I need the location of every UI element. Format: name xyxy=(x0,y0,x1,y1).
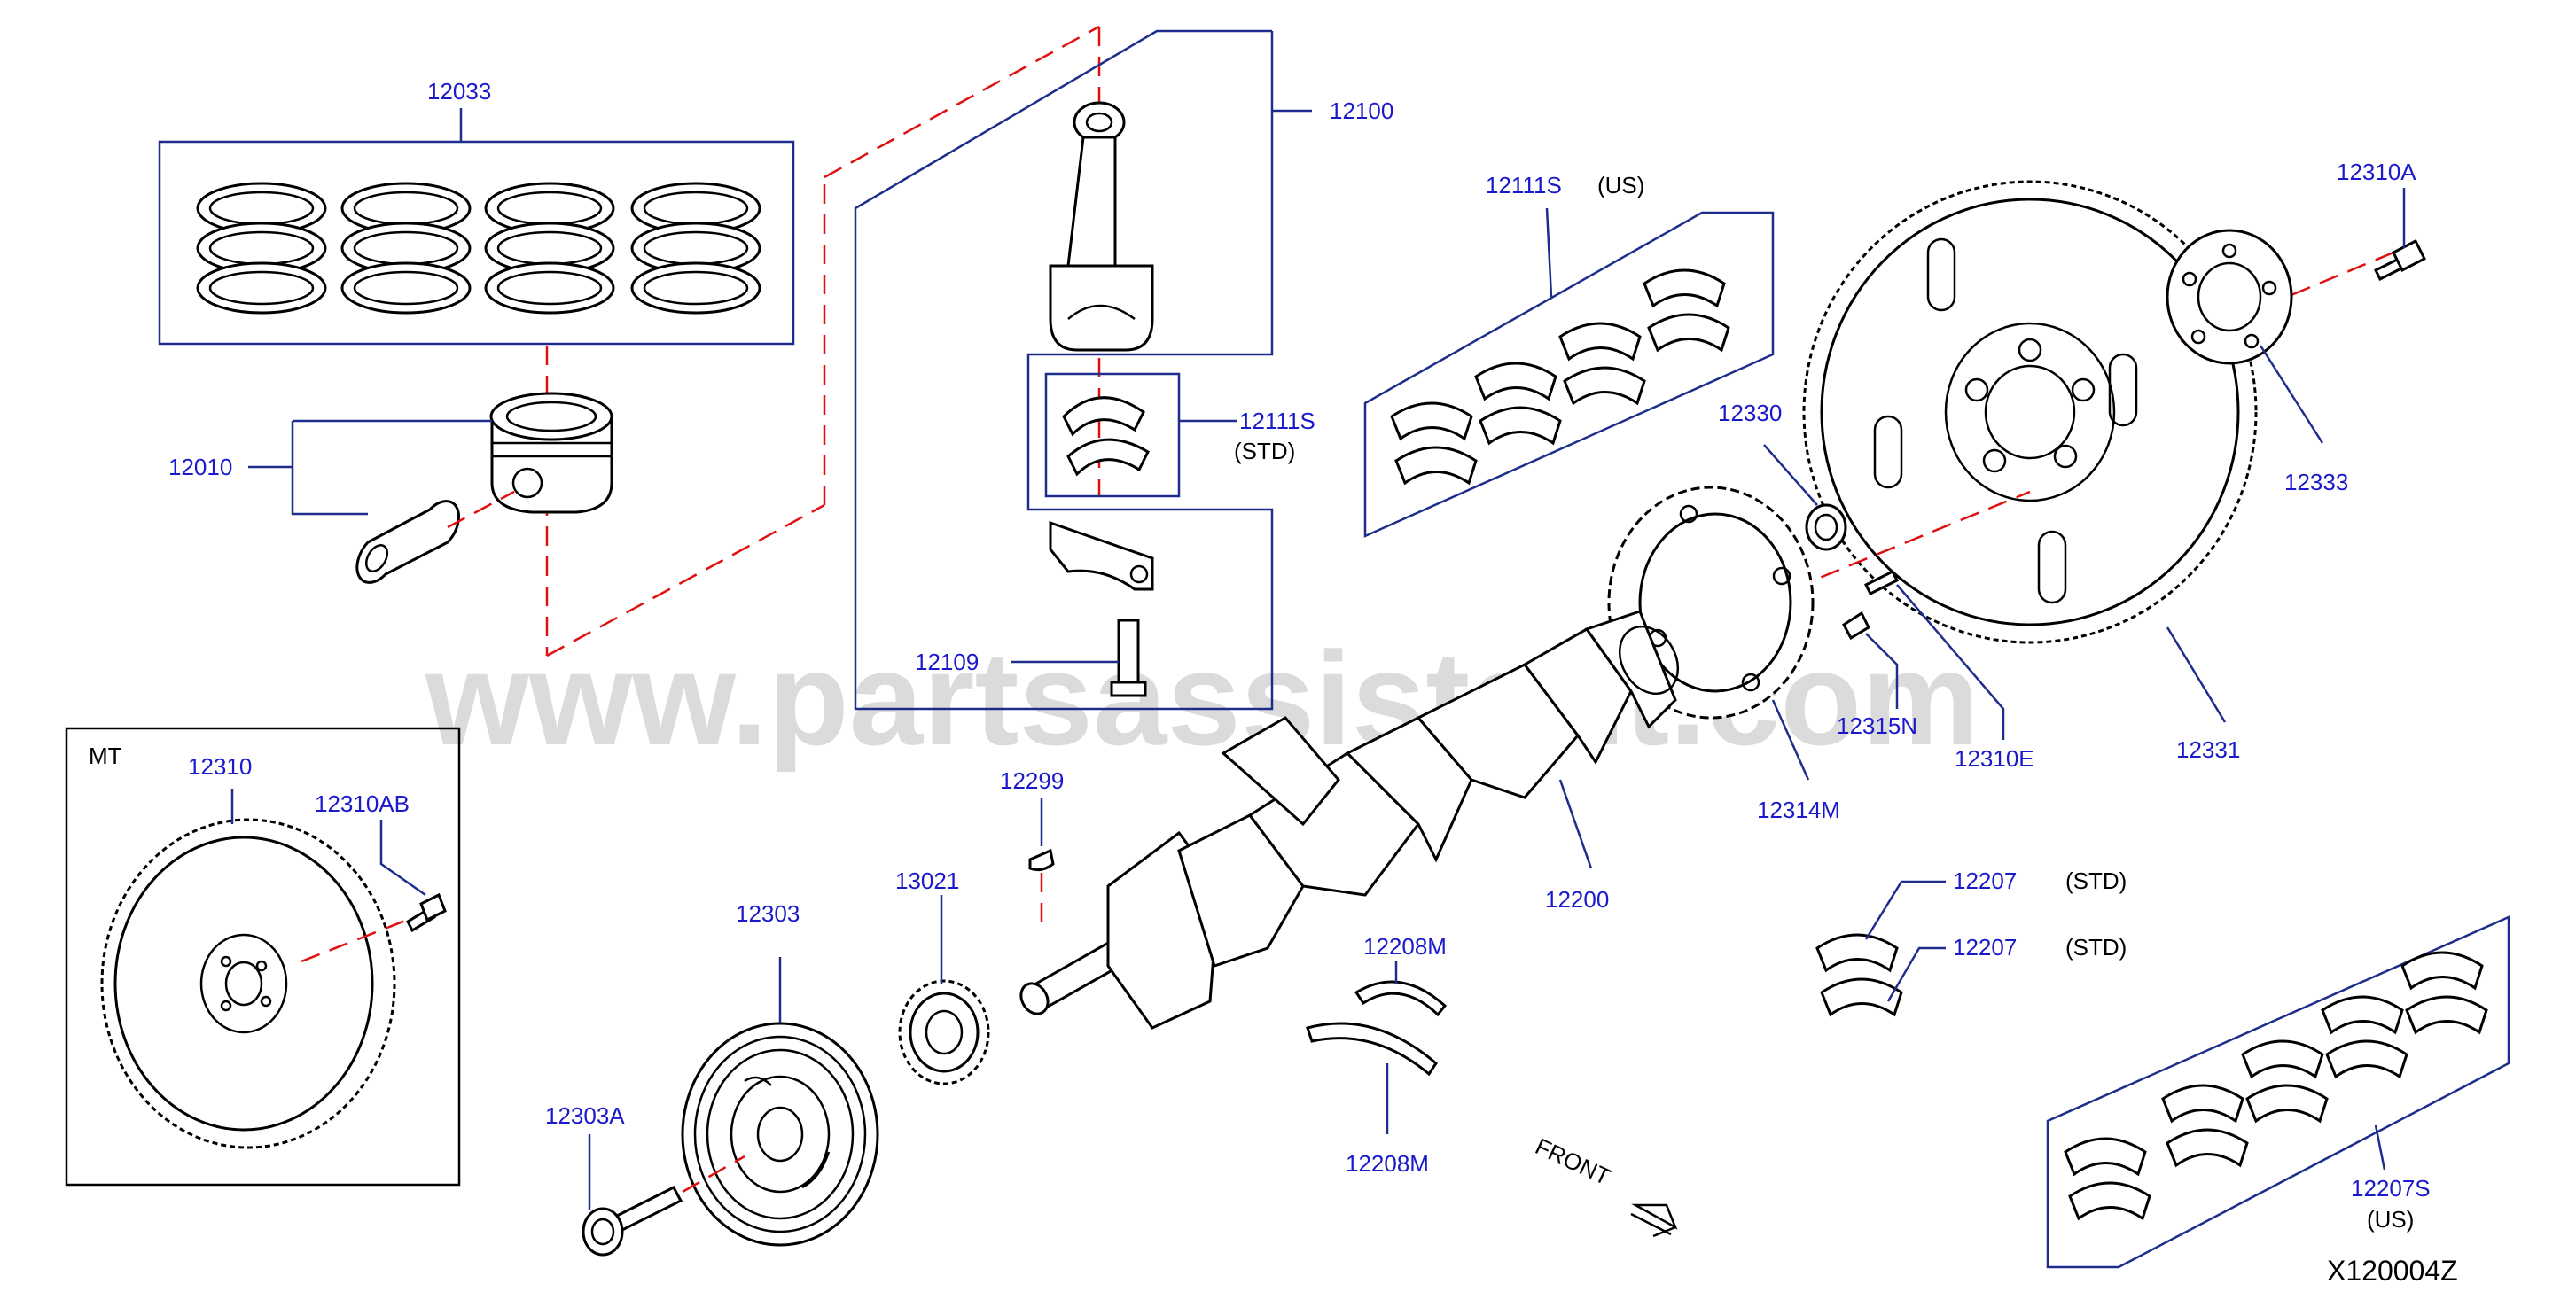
part-label-12310AB[interactable]: 12310AB xyxy=(315,790,410,817)
part-label-13021[interactable]: 13021 xyxy=(895,868,959,894)
part-label-12109[interactable]: 12109 xyxy=(915,649,979,675)
part-label-12111S-std[interactable]: 12111S xyxy=(1239,408,1315,434)
main-bearing-us-box xyxy=(2046,915,2510,1269)
note-std-12207-a: (STD) xyxy=(2065,868,2127,894)
part-label-12310E[interactable]: 12310E xyxy=(1955,745,2034,772)
part-label-12010[interactable]: 12010 xyxy=(168,454,232,480)
mt-box xyxy=(65,727,461,1187)
flywheel-bolt-illustration xyxy=(2373,238,2427,282)
part-label-12303A[interactable]: 12303A xyxy=(545,1102,625,1129)
crank-sprocket-group: 13021 xyxy=(895,868,990,1085)
part-label-12315N[interactable]: 12315N xyxy=(1837,712,1917,739)
piston-ring-set-group: 12033 xyxy=(158,78,795,346)
piston-ring-box xyxy=(158,140,795,346)
part-label-12303[interactable]: 12303 xyxy=(736,900,800,927)
pulley-bolt-group: 12303A xyxy=(545,1102,745,1257)
woodruff-key-group: 12299 xyxy=(1000,767,1064,926)
conrod-cap-illustration xyxy=(1049,520,1154,591)
signal-plate-bolt-group: 12315N xyxy=(1837,611,1917,739)
conrod-bearing-illustration xyxy=(1062,396,1150,477)
part-label-12333[interactable]: 12333 xyxy=(2284,469,2348,495)
piston-pin-illustration xyxy=(355,500,460,584)
dowel-pin-group: 12310E xyxy=(1863,569,2034,772)
part-label-12208M-bottom[interactable]: 12208M xyxy=(1346,1150,1429,1177)
crank-pulley-illustration xyxy=(681,1022,879,1247)
part-label-12331[interactable]: 12331 xyxy=(2176,736,2240,763)
front-indicator: FRONT xyxy=(1531,1132,1678,1238)
main-bearing-std-illustration xyxy=(1815,933,1903,1017)
reinforcement-plate-illustration xyxy=(2166,229,2293,365)
part-label-12310[interactable]: 12310 xyxy=(188,753,252,780)
note-us-12111S: (US) xyxy=(1597,172,1644,198)
main-bearing-us-group: 12207S (US) xyxy=(2046,915,2510,1269)
main-bearing-std-group: 12207 (STD) 12207 (STD) xyxy=(1815,868,2127,1017)
drive-plate-group: 12331 xyxy=(1737,180,2394,763)
piston-illustration xyxy=(489,392,613,514)
part-label-12330[interactable]: 12330 xyxy=(1718,400,1782,426)
signal-plate-bolt-illustration xyxy=(1842,611,1870,641)
crank-sprocket-illustration xyxy=(898,979,990,1085)
front-label: FRONT xyxy=(1531,1132,1614,1190)
part-label-12314M[interactable]: 12314M xyxy=(1757,797,1840,823)
diagram-reference-code: X120004Z xyxy=(2327,1255,2458,1287)
piston-ring-illustrations xyxy=(196,182,761,315)
part-label-12111S-us[interactable]: 12111S xyxy=(1486,172,1562,198)
conrod-bolt-illustration xyxy=(1110,619,1147,697)
mt-flywheel-group: MT 12310 12310AB xyxy=(65,727,461,1187)
woodruff-key-illustration xyxy=(1028,848,1055,872)
signal-plate-illustration xyxy=(1607,486,1815,720)
pilot-bushing-group: 12330 xyxy=(1718,400,1847,551)
note-std-12207-b: (STD) xyxy=(2065,934,2127,961)
flywheel-bolt-group: 12310A xyxy=(2337,159,2427,282)
crank-pulley-group: 12303 xyxy=(681,900,879,1247)
pulley-bolt-illustration xyxy=(582,1186,683,1257)
main-bearing-us-illustrations xyxy=(2064,951,2488,1221)
pilot-bushing-illustration xyxy=(1805,503,1847,551)
crankshaft-group: 12200 xyxy=(1019,610,1680,1030)
bearing-us-box xyxy=(1363,211,1775,538)
connecting-rod-group: 12100 12111S (STD) 12109 xyxy=(854,29,1393,711)
part-label-12207S[interactable]: 12207S xyxy=(2351,1175,2431,1202)
part-label-12207-a[interactable]: 12207 xyxy=(1953,868,2017,894)
part-label-12100[interactable]: 12100 xyxy=(1330,97,1393,124)
signal-plate-group: 12314M xyxy=(1607,486,1840,823)
part-label-12207-b[interactable]: 12207 xyxy=(1953,934,2017,961)
part-label-12033[interactable]: 12033 xyxy=(427,78,491,105)
piston-group: 12010 xyxy=(168,25,1101,658)
thrust-washer-group: 12208M 12208M xyxy=(1306,933,1448,1177)
mt-label: MT xyxy=(89,743,122,769)
bearing-us-group: 12111S (US) xyxy=(1363,172,1775,538)
part-label-12299[interactable]: 12299 xyxy=(1000,767,1064,794)
reinforcement-plate-group: 12333 xyxy=(2166,229,2348,495)
mt-flywheel-bolt-illustration xyxy=(406,892,447,933)
connecting-rod-illustration xyxy=(1049,101,1154,352)
part-label-12310A[interactable]: 12310A xyxy=(2337,159,2416,185)
bearing-us-illustrations xyxy=(1390,268,1730,486)
note-std-12111S: (STD) xyxy=(1234,438,1295,464)
mt-flywheel-illustration xyxy=(100,818,396,1149)
thrust-washer-illustrations xyxy=(1306,980,1448,1077)
drive-plate-illustration xyxy=(1802,180,2258,644)
part-label-12200[interactable]: 12200 xyxy=(1545,886,1609,913)
bearing-std-box xyxy=(1044,372,1181,498)
dowel-pin-illustration xyxy=(1863,569,1900,596)
front-arrow-icon xyxy=(1630,1203,1678,1238)
part-label-12208M-top[interactable]: 12208M xyxy=(1363,933,1447,960)
note-us-12207S: (US) xyxy=(2367,1206,2414,1233)
crankshaft-illustration xyxy=(1019,610,1680,1030)
